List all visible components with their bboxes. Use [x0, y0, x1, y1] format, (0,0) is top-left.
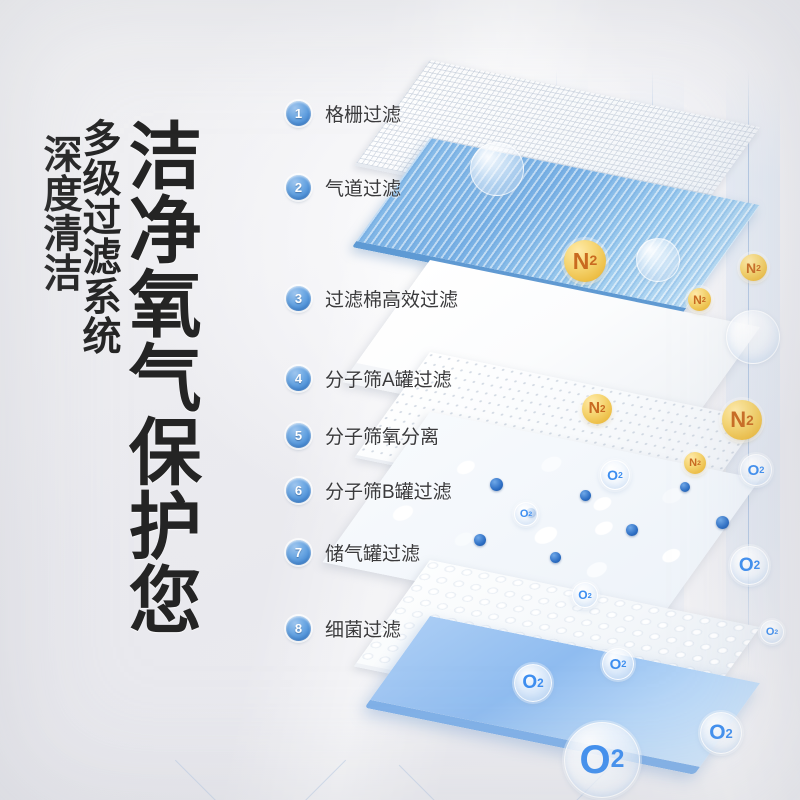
- decorative-arrow: [174, 674, 347, 800]
- step-number-badge: 8: [286, 616, 311, 641]
- headline-block: 洁净氧气保护您 多级过滤系统 深度清洁: [38, 118, 200, 636]
- oxygen-subscript: 2: [587, 590, 592, 600]
- nitrogen-symbol: N: [746, 259, 757, 276]
- oxygen-symbol: O: [609, 655, 622, 673]
- oxygen-symbol: O: [738, 554, 754, 576]
- step-label: 储气罐过滤: [325, 544, 421, 565]
- step-label: 气道过滤: [325, 179, 402, 200]
- step-label: 格栅过滤: [325, 105, 402, 126]
- step-number-badge: 6: [286, 478, 311, 503]
- step-item-7[interactable]: 7 储气罐过滤: [286, 539, 420, 566]
- air-bubble: [726, 310, 780, 364]
- step-label: 分子筛A罐过滤: [325, 370, 452, 391]
- sieve-bead-blue: [474, 534, 486, 546]
- oxygen-subscript: 2: [725, 725, 733, 741]
- step-label: 过滤棉高效过滤: [325, 290, 459, 311]
- oxygen-subscript: 2: [621, 659, 627, 669]
- step-item-2[interactable]: 2 气道过滤: [286, 174, 401, 201]
- step-number-badge: 7: [286, 540, 311, 565]
- sieve-bead-blue: [580, 490, 591, 501]
- oxygen-symbol: O: [579, 737, 611, 782]
- air-bubble: [636, 238, 680, 282]
- nitrogen-symbol: N: [572, 247, 590, 274]
- oxygen-symbol: O: [747, 461, 760, 479]
- nitrogen-subscript: 2: [600, 403, 606, 415]
- nitrogen-symbol: N: [693, 292, 702, 307]
- step-item-3[interactable]: 3 过滤棉高效过滤: [286, 285, 458, 312]
- step-item-1[interactable]: 1 格栅过滤: [286, 100, 401, 127]
- nitrogen-subscript: 2: [697, 459, 701, 467]
- air-bubble: [470, 142, 524, 196]
- nitrogen-symbol: N: [588, 400, 601, 417]
- headline-sub-primary: 多级过滤系统: [77, 118, 120, 355]
- oxygen-symbol: O: [519, 508, 529, 520]
- oxygen-symbol: O: [578, 588, 588, 602]
- guide-line: [748, 70, 749, 670]
- oxygen-subscript: 2: [528, 510, 533, 518]
- step-label: 分子筛氧分离: [325, 427, 440, 448]
- step-item-5[interactable]: 5 分子筛氧分离: [286, 422, 439, 449]
- sieve-bead-blue: [490, 478, 503, 491]
- oxygen-subscript: 2: [759, 465, 765, 475]
- step-item-6[interactable]: 6 分子筛B罐过滤: [286, 477, 452, 504]
- step-number-badge: 5: [286, 423, 311, 448]
- nitrogen-subscript: 2: [746, 412, 754, 428]
- oxygen-symbol: O: [709, 721, 726, 744]
- oxygen-symbol: O: [607, 467, 619, 483]
- step-label: 细菌过滤: [325, 620, 402, 641]
- oxygen-subscript: 2: [610, 746, 625, 773]
- oxygen-subscript: 2: [774, 628, 779, 636]
- oxygen-symbol: O: [522, 672, 538, 693]
- oxygen-subscript: 2: [537, 676, 544, 690]
- nitrogen-subscript: 2: [589, 253, 598, 269]
- headline-subtitle-group: 多级过滤系统 深度清洁: [38, 118, 120, 355]
- nitrogen-subscript: 2: [756, 262, 761, 273]
- nitrogen-subscript: 2: [701, 295, 706, 304]
- step-item-8[interactable]: 8 细菌过滤: [286, 615, 401, 642]
- headline-sub-secondary: 深度清洁: [38, 134, 81, 292]
- step-number-badge: 3: [286, 286, 311, 311]
- step-item-4[interactable]: 4 分子筛A罐过滤: [286, 365, 452, 392]
- step-number-badge: 2: [286, 175, 311, 200]
- step-label: 分子筛B罐过滤: [325, 482, 452, 503]
- sieve-bead-blue: [680, 482, 690, 492]
- oxygen-subscript: 2: [753, 559, 761, 572]
- oxygen-symbol: O: [765, 626, 775, 638]
- nitrogen-symbol: N: [730, 407, 747, 432]
- sieve-bead-blue: [716, 516, 729, 529]
- sieve-bead-blue: [550, 552, 561, 563]
- nitrogen-symbol: N: [689, 457, 698, 469]
- step-number-badge: 4: [286, 366, 311, 391]
- headline-main: 洁净氧气保护您: [118, 118, 200, 636]
- step-number-badge: 1: [286, 101, 311, 126]
- oxygen-subscript: 2: [618, 470, 623, 480]
- sieve-bead-blue: [626, 524, 638, 536]
